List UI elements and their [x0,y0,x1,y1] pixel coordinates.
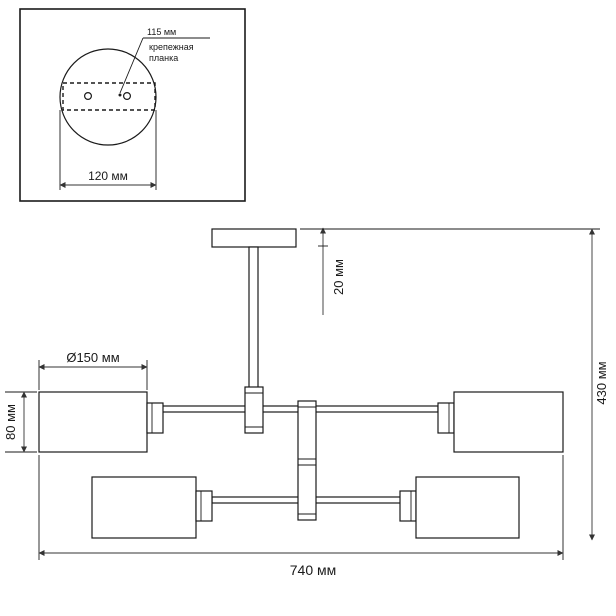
bracket-center-point [118,93,122,97]
center-column [297,400,317,521]
total-height-label: 430 мм [594,361,609,404]
ceiling-base-circle [59,48,157,146]
shade-body [415,476,520,539]
dimension-annotations: 20 мм Ø150 мм 80 мм 430 мм 740 мм [3,227,609,578]
total-width-label: 740 мм [290,562,337,578]
bracket-label-line1: крепежная [149,42,194,52]
plate-label: 115 мм [147,27,176,37]
shade-lower-right [399,476,520,539]
mounting-inset: 115 мм крепежная планка 120 мм [19,8,246,202]
bracket-leader-line [119,37,144,94]
shade-socket [146,402,164,434]
upper-coupler [244,386,264,434]
mounting-bracket-outline [62,82,156,111]
bracket-hole-left [83,91,92,100]
shade-socket [195,490,213,522]
shade-diameter-label: Ø150 мм [66,350,119,365]
rod-height-label: 20 мм [331,259,346,295]
shade-socket [399,490,417,522]
chandelier-view [38,228,564,539]
ceiling-canopy [211,228,297,248]
shade-upper-right [437,391,564,453]
suspension-rod [248,246,259,391]
shade-upper-left [38,391,164,453]
shade-body [453,391,564,453]
inset-frame [19,8,246,202]
shade-body [38,391,148,453]
shade-lower-left [91,476,213,539]
base-diameter-label: 120 мм [88,169,128,183]
shade-height-label: 80 мм [3,404,18,440]
bracket-label-line2: планка [149,53,178,63]
shade-socket [437,402,455,434]
bracket-hole-right [122,91,131,100]
shade-body [91,476,197,539]
